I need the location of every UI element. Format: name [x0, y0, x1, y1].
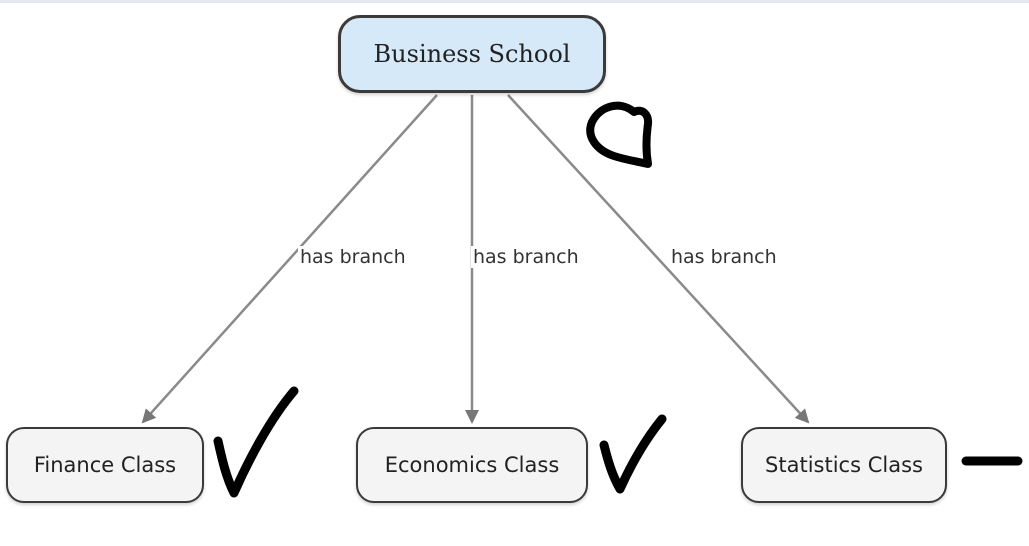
node-label: Statistics Class — [765, 453, 923, 477]
hand-drawn-loop-icon — [586, 101, 653, 168]
edge-finance — [141, 94, 438, 424]
node-economics-class[interactable]: Economics Class — [356, 427, 588, 503]
edge-label-statistics: has branch — [669, 246, 779, 268]
node-label: Economics Class — [384, 453, 560, 477]
dash-icon — [961, 456, 1023, 466]
node-label: Business School — [373, 40, 571, 68]
edge-statistics — [507, 94, 810, 424]
node-label: Finance Class — [33, 453, 177, 477]
edge-label-economics: has branch — [471, 246, 581, 268]
checkmark-icon — [213, 386, 299, 498]
node-statistics-class[interactable]: Statistics Class — [741, 427, 947, 503]
edge-label-finance: has branch — [298, 246, 408, 268]
node-business-school[interactable]: Business School — [338, 15, 606, 93]
checkmark-icon — [599, 414, 667, 494]
node-finance-class[interactable]: Finance Class — [6, 427, 204, 503]
